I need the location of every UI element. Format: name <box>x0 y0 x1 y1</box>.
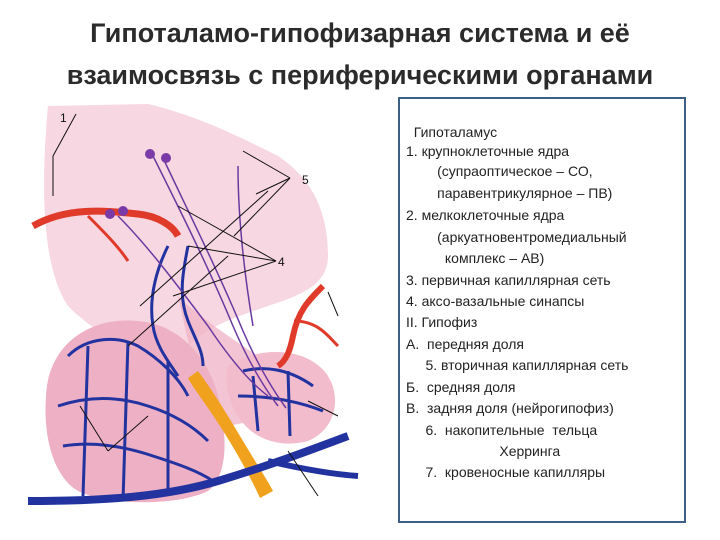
callout-5: 5 <box>302 173 309 187</box>
legend-line: 1. крупноклеточные ядра <box>406 142 569 160</box>
legend-line: Гипоталамус <box>406 123 497 141</box>
legend-line: 7. кровеносные капилляры <box>406 463 605 481</box>
legend-line: (аркуатновентромедиальный <box>406 228 627 246</box>
legend-box: Гипоталамус 1. крупноклеточные ядра (суп… <box>398 97 686 523</box>
callout-1: 1 <box>60 111 67 125</box>
vein-lower <box>268 461 358 476</box>
legend-line: 2. мелкоклеточные ядра <box>406 206 564 224</box>
legend-line: А. передняя доля <box>406 335 524 353</box>
title-line-2: взаимосвязь с периферическими органами <box>20 54 700 96</box>
legend-line: Херринга <box>406 442 560 460</box>
legend-line: Б. средняя доля <box>406 378 515 396</box>
legend-line: В. задняя доля (нейрогипофиз) <box>406 399 614 417</box>
legend-line: 5. вторичная капиллярная сеть <box>406 356 628 374</box>
legend-line: 3. первичная капиллярная сеть <box>406 271 611 289</box>
legend-line: 6. накопительные тельца <box>406 421 597 439</box>
legend-line: комплекс – АВ) <box>406 249 544 267</box>
artery-posterior-branch <box>294 321 338 346</box>
callout-4: 4 <box>278 255 285 269</box>
legend-line: (супраоптическое – СО, <box>406 162 593 180</box>
hypothalamo-pituitary-diagram: 1 5 4 <box>28 96 374 540</box>
legend-line: II. Гипофиз <box>406 313 477 331</box>
legend-line: 4. аксо-вазальные синапсы <box>406 292 584 310</box>
title-line-1: Гипоталамо-гипофизарная система и её <box>20 12 700 54</box>
legend-line: паравентрикулярное – ПВ) <box>406 184 612 202</box>
slide-title: Гипоталамо-гипофизарная система и её вза… <box>20 12 700 96</box>
